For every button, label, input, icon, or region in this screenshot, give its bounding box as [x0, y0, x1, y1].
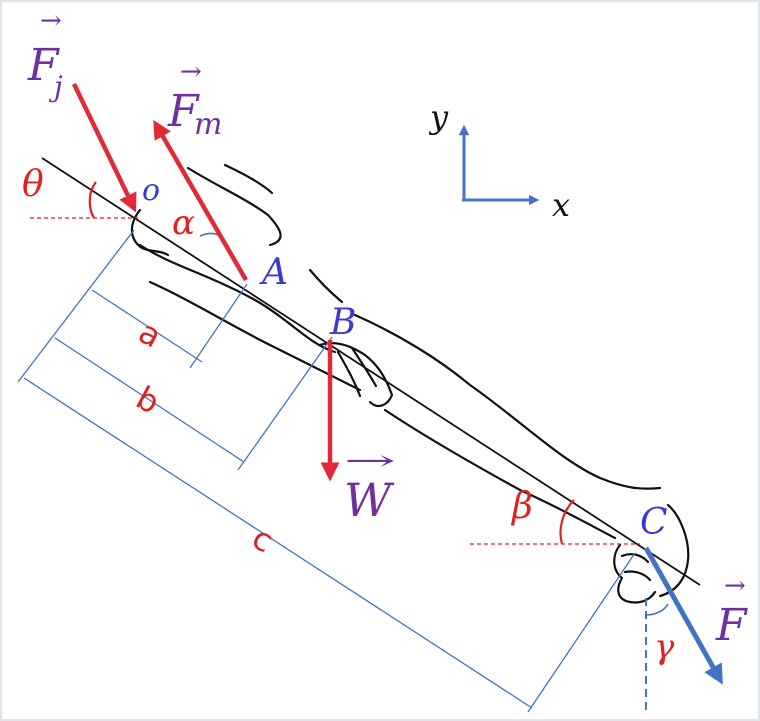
elbow-outline	[130, 208, 170, 257]
gamma-arc	[645, 603, 669, 616]
muscle-force-symbol: F	[167, 86, 200, 137]
reference-lines	[30, 217, 647, 710]
muscle-force-arrow	[153, 119, 248, 282]
forearm-sketch	[41, 157, 701, 604]
alpha-label: α	[172, 203, 195, 243]
extension-line-b	[237, 336, 333, 471]
x-axis-label: x	[552, 186, 570, 224]
forearm-axis-line	[41, 157, 701, 586]
angle-arcs	[88, 181, 669, 616]
forearm-upper-outline	[186, 163, 662, 490]
beta-label: β	[510, 486, 533, 527]
pivot-label: o	[142, 173, 160, 208]
extension-line-a	[189, 283, 248, 369]
force-labels: → F j → F m → W → F	[27, 6, 748, 651]
joint-force-arrow	[71, 83, 137, 213]
hand-force-symbol: F	[715, 600, 748, 651]
muscle-force-vector-mark: →	[180, 57, 202, 87]
gamma-label: γ	[654, 627, 675, 667]
hand-force-arrow	[643, 546, 723, 685]
extension-line-o	[17, 229, 135, 383]
point-a-label: A	[259, 252, 288, 293]
point-labels: o A B C	[142, 173, 668, 543]
muscle-force-subscript: m	[194, 107, 222, 142]
dimension-line-c	[23, 377, 533, 709]
hand-fist	[613, 503, 690, 604]
coordinate-axes: y x	[428, 98, 570, 224]
y-axis-label: y	[428, 98, 449, 136]
point-c-label: C	[640, 502, 668, 543]
beta-arc	[559, 499, 575, 545]
joint-force-vector-mark: →	[40, 6, 62, 36]
hand-force-vector-mark: →	[724, 571, 746, 601]
weight-vector-mark: →	[344, 444, 396, 477]
extension-line-c	[527, 552, 636, 713]
force-arrows	[71, 83, 723, 685]
dimension-line-a	[91, 289, 203, 363]
angle-labels: θ α β γ	[22, 164, 675, 667]
dimension-b-label: b	[130, 378, 166, 421]
joint-force-symbol: F	[27, 40, 60, 91]
theta-label: θ	[22, 164, 44, 205]
point-b-label: B	[329, 302, 356, 343]
theta-arc	[88, 181, 97, 219]
dimension-a-label: a	[132, 313, 167, 356]
dimension-lines	[17, 229, 636, 713]
weight-symbol: W	[344, 473, 395, 527]
dimension-line-b	[54, 337, 245, 463]
wrist-detail	[318, 341, 394, 408]
